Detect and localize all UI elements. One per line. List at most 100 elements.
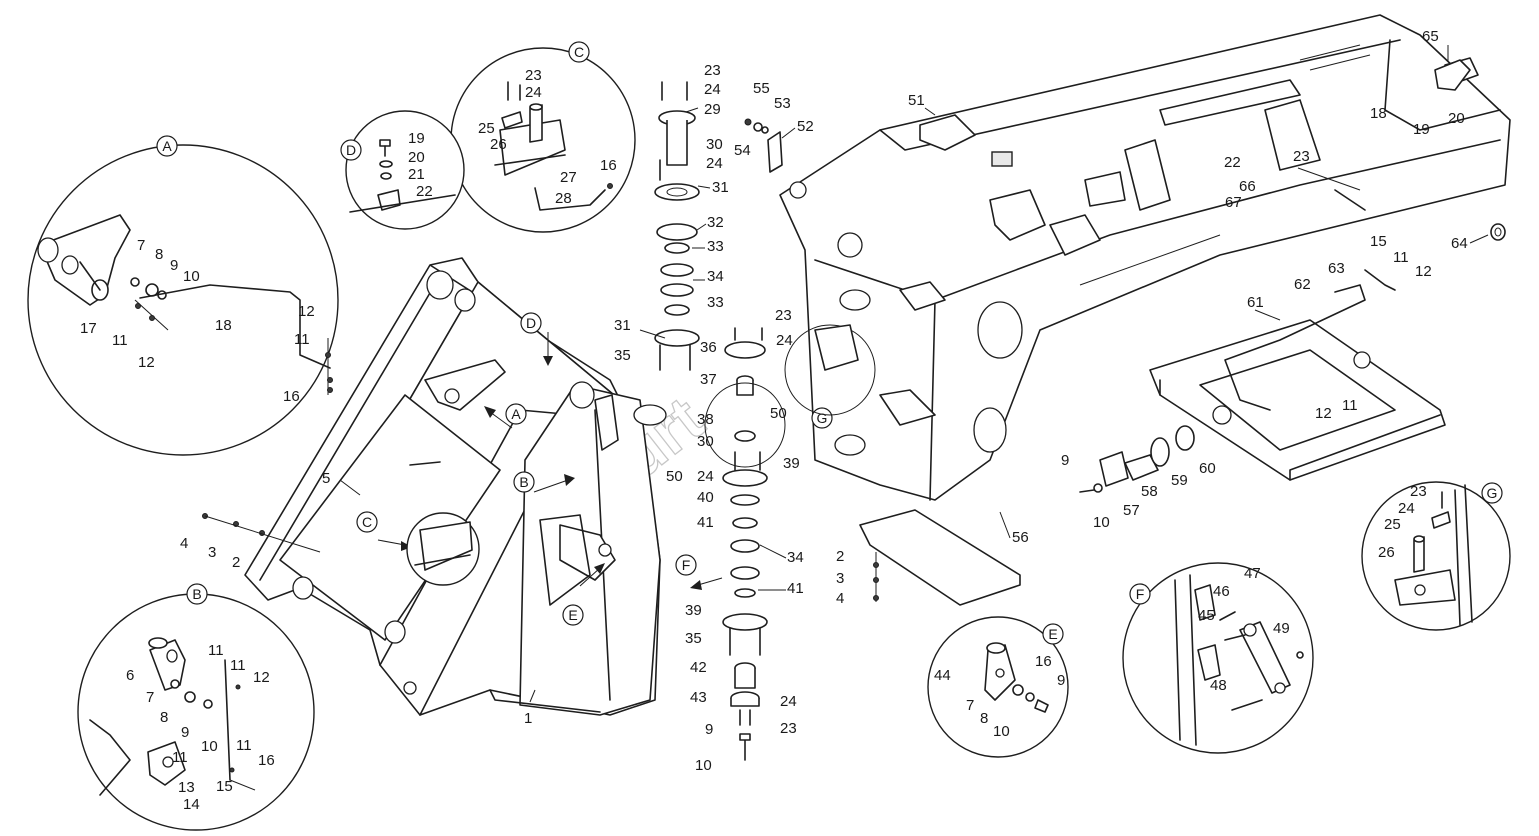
detail-tag-a: A xyxy=(162,138,172,154)
detail-e-view: E xyxy=(562,604,584,626)
callout-23: 23 xyxy=(525,67,542,84)
callout-39: 39 xyxy=(685,602,702,619)
callout-23: 23 xyxy=(1293,148,1310,165)
callout-2: 2 xyxy=(232,554,240,571)
bolts-2-4-left xyxy=(202,513,321,553)
part-64-cap xyxy=(1490,223,1506,241)
callout-11: 11 xyxy=(230,657,246,674)
callout-26: 26 xyxy=(1378,544,1395,561)
callout-10: 10 xyxy=(183,268,200,285)
callout-31: 31 xyxy=(614,317,631,334)
callout-12: 12 xyxy=(138,354,155,371)
callout-10: 10 xyxy=(1093,514,1110,531)
detail-tag-b-small: B xyxy=(519,474,528,490)
frame-detail-tags: D A B C xyxy=(356,312,542,533)
callout-45: 45 xyxy=(1198,607,1215,624)
callout-9: 9 xyxy=(1061,452,1069,469)
callout-27: 27 xyxy=(560,169,577,186)
callout-35: 35 xyxy=(614,347,631,364)
center-pivot-stack xyxy=(654,81,786,761)
callout-18: 18 xyxy=(215,317,232,334)
callout-18: 18 xyxy=(1370,105,1387,122)
callout-64: 64 xyxy=(1451,235,1468,252)
callout-55: 55 xyxy=(753,80,770,97)
callout-15: 15 xyxy=(216,778,233,795)
callout-23: 23 xyxy=(704,62,721,79)
detail-tag-e: E xyxy=(1048,626,1057,642)
part-56-guard xyxy=(859,509,1021,606)
detail-tag-f: F xyxy=(1136,586,1145,602)
callout-11: 11 xyxy=(172,749,188,766)
callout-24: 24 xyxy=(525,84,542,101)
callout-2: 2 xyxy=(836,548,844,565)
detail-d: D xyxy=(340,110,465,230)
callout-20: 20 xyxy=(408,149,425,166)
callout-11: 11 xyxy=(294,331,310,348)
callout-25: 25 xyxy=(478,120,495,137)
callout-41: 41 xyxy=(787,580,804,597)
callout-46: 46 xyxy=(1213,583,1230,600)
callout-47: 47 xyxy=(1244,565,1261,582)
callout-23: 23 xyxy=(1410,483,1427,500)
callout-57: 57 xyxy=(1123,502,1140,519)
callout-11: 11 xyxy=(112,332,128,349)
callout-8: 8 xyxy=(980,710,988,727)
callout-10: 10 xyxy=(201,738,218,755)
callout-50: 50 xyxy=(666,468,683,485)
callout-leaders xyxy=(639,45,1489,591)
callout-12: 12 xyxy=(298,303,315,320)
callout-12: 12 xyxy=(253,669,270,686)
callout-22: 22 xyxy=(1224,154,1241,171)
callout-19: 19 xyxy=(408,130,425,147)
hose-62-63 xyxy=(1224,269,1396,411)
callout-42: 42 xyxy=(690,659,707,676)
callout-32: 32 xyxy=(707,214,724,231)
callout-23: 23 xyxy=(775,307,792,324)
detail-b: B xyxy=(77,583,315,831)
callout-36: 36 xyxy=(700,339,717,356)
callout-35: 35 xyxy=(685,630,702,647)
callout-23: 23 xyxy=(780,720,797,737)
callout-39: 39 xyxy=(783,455,800,472)
detail-e: E xyxy=(927,616,1069,758)
callout-11: 11 xyxy=(1393,249,1409,266)
callout-22: 22 xyxy=(416,183,433,200)
callout-33: 33 xyxy=(707,294,724,311)
callout-44: 44 xyxy=(934,667,951,684)
callout-7: 7 xyxy=(137,237,145,254)
callout-1: 1 xyxy=(524,710,532,727)
callout-20: 20 xyxy=(1448,110,1465,127)
part-65-bracket xyxy=(1434,59,1471,91)
front-frame xyxy=(244,257,667,716)
callout-11: 11 xyxy=(236,737,252,754)
detail-g-view: G xyxy=(784,324,876,429)
callout-14: 14 xyxy=(183,796,200,813)
detail-g: G xyxy=(1361,481,1511,631)
callout-24: 24 xyxy=(1398,500,1415,517)
callout-6: 6 xyxy=(126,667,134,684)
callout-7: 7 xyxy=(966,697,974,714)
detail-tag-b: B xyxy=(192,586,201,602)
callout-62: 62 xyxy=(1294,276,1311,293)
callout-34: 34 xyxy=(707,268,724,285)
parts-57-60-pin-assembly xyxy=(1079,425,1195,493)
callout-4: 4 xyxy=(836,590,844,607)
detail-f: F xyxy=(1122,562,1314,754)
callout-54: 54 xyxy=(734,142,751,159)
detail-c-view xyxy=(406,512,480,586)
callout-15: 15 xyxy=(1370,233,1387,250)
callout-59: 59 xyxy=(1171,472,1188,489)
callout-48: 48 xyxy=(1210,677,1227,694)
callout-24: 24 xyxy=(704,81,721,98)
detail-tag-c-small: C xyxy=(362,514,372,530)
detail-a: A xyxy=(27,135,339,456)
callout-24: 24 xyxy=(697,468,714,485)
callout-10: 10 xyxy=(993,723,1010,740)
part-61-frame xyxy=(1149,319,1446,481)
callout-9: 9 xyxy=(170,257,178,274)
callout-8: 8 xyxy=(160,709,168,726)
callout-38: 38 xyxy=(697,411,714,428)
callout-labels: 1 2 3 4 5 7 8 9 10 17 11 12 18 12 11 16 … xyxy=(80,28,1468,813)
callout-5: 5 xyxy=(322,470,330,487)
callout-50: 50 xyxy=(770,405,787,422)
